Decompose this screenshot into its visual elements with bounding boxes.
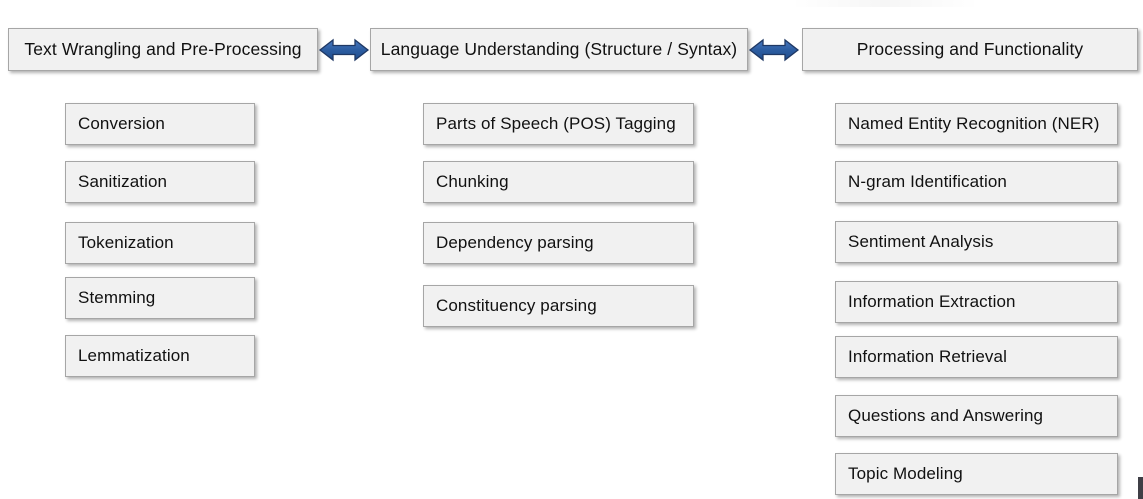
item-label: Stemming — [78, 288, 156, 308]
item-information-retrieval[interactable]: Information Retrieval — [835, 336, 1118, 378]
column-header-processing-functionality[interactable]: Processing and Functionality — [802, 28, 1138, 71]
item-label: Conversion — [78, 114, 165, 134]
item-label: Information Extraction — [848, 292, 1016, 312]
item-label: Information Retrieval — [848, 347, 1007, 367]
item-information-extraction[interactable]: Information Extraction — [835, 281, 1118, 323]
item-label: Lemmatization — [78, 346, 190, 366]
item-sentiment-analysis[interactable]: Sentiment Analysis — [835, 221, 1118, 263]
item-label: Dependency parsing — [436, 233, 594, 253]
item-named-entity-recognition[interactable]: Named Entity Recognition (NER) — [835, 103, 1118, 145]
column-header-label: Text Wrangling and Pre-Processing — [24, 39, 302, 60]
item-chunking[interactable]: Chunking — [423, 161, 694, 203]
item-lemmatization[interactable]: Lemmatization — [65, 335, 255, 377]
item-label: Questions and Answering — [848, 406, 1044, 426]
column-header-label: Language Understanding (Structure / Synt… — [380, 39, 738, 60]
corner-artifact — [1138, 477, 1143, 499]
item-topic-modeling[interactable]: Topic Modeling — [835, 453, 1118, 495]
item-conversion[interactable]: Conversion — [65, 103, 255, 145]
item-label: N-gram Identification — [848, 172, 1007, 192]
item-label: Parts of Speech (POS) Tagging — [436, 114, 676, 134]
item-label: Chunking — [436, 172, 509, 192]
item-constituency-parsing[interactable]: Constituency parsing — [423, 285, 694, 327]
item-label: Topic Modeling — [848, 464, 963, 484]
column-header-language-understanding[interactable]: Language Understanding (Structure / Synt… — [370, 28, 748, 71]
item-label: Named Entity Recognition (NER) — [848, 114, 1100, 134]
item-tokenization[interactable]: Tokenization — [65, 222, 255, 264]
item-sanitization[interactable]: Sanitization — [65, 161, 255, 203]
item-questions-and-answering[interactable]: Questions and Answering — [835, 395, 1118, 437]
item-label: Sentiment Analysis — [848, 232, 994, 252]
item-pos-tagging[interactable]: Parts of Speech (POS) Tagging — [423, 103, 694, 145]
double-arrow-icon-connector-1[interactable] — [318, 37, 370, 63]
item-label: Tokenization — [78, 233, 174, 253]
double-arrow-icon-connector-2[interactable] — [748, 37, 800, 63]
column-header-text-wrangling[interactable]: Text Wrangling and Pre-Processing — [8, 28, 318, 71]
column-header-label: Processing and Functionality — [856, 39, 1084, 60]
item-stemming[interactable]: Stemming — [65, 277, 255, 319]
item-label: Sanitization — [78, 172, 168, 192]
item-ngram-identification[interactable]: N-gram Identification — [835, 161, 1118, 203]
item-label: Constituency parsing — [436, 296, 597, 316]
top-edge-artifact — [790, 0, 980, 7]
item-dependency-parsing[interactable]: Dependency parsing — [423, 222, 694, 264]
